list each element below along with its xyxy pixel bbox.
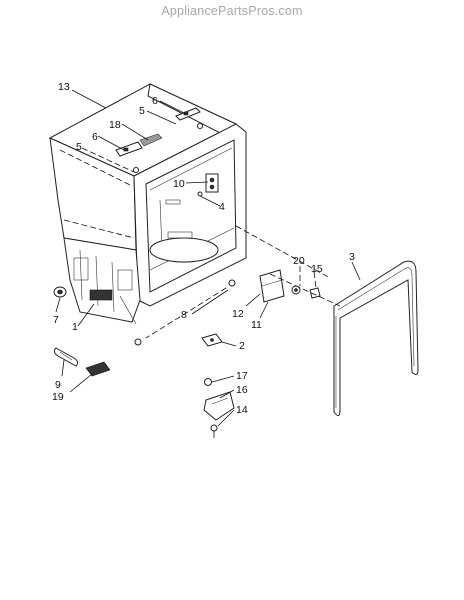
callout-6: 6 (152, 95, 158, 107)
latch-bracket (197, 173, 219, 197)
door-gasket (333, 260, 419, 416)
callout-11: 11 (251, 319, 262, 331)
callout-9: 9 (55, 379, 61, 391)
callout-4: 4 (219, 201, 225, 213)
callout-5-lower: 5 (76, 141, 82, 153)
lower-bracket-set (203, 378, 235, 438)
callout-16: 16 (236, 384, 248, 396)
mounting-bracket (259, 269, 321, 303)
callout-19: 19 (52, 391, 64, 403)
callout-15: 15 (311, 263, 323, 275)
dishwasher-tub (48, 83, 247, 325)
hinge-brackets (115, 107, 203, 173)
callout-12: 12 (232, 308, 244, 320)
leveling-foot (53, 286, 67, 298)
callout-5: 5 (139, 105, 145, 117)
callout-20: 20 (293, 255, 305, 267)
callout-17: 17 (236, 370, 248, 382)
screws (134, 279, 236, 346)
callout-7: 7 (53, 314, 59, 326)
callout-1: 1 (72, 321, 78, 333)
leader-lines (55, 89, 361, 427)
clip (201, 333, 223, 347)
callout-3: 3 (349, 251, 355, 263)
callout-labels: 13 6 5 18 6 5 10 4 3 20 15 7 1 8 12 11 2… (52, 81, 355, 416)
filter-block (85, 361, 111, 377)
watermark: AppliancePartsPros.com (161, 4, 303, 18)
drain-hose (53, 347, 79, 367)
callout-18: 18 (109, 119, 121, 131)
callout-13: 13 (58, 81, 70, 93)
callout-8: 8 (181, 309, 187, 321)
callout-2: 2 (239, 340, 245, 352)
callout-10: 10 (173, 178, 185, 190)
callout-14: 14 (236, 404, 248, 416)
callout-6-lower: 6 (92, 131, 98, 143)
